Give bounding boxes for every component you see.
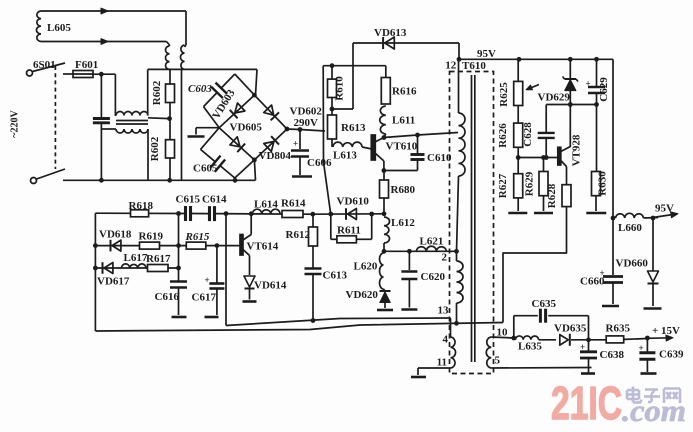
svg-text:VT610: VT610 <box>386 141 418 153</box>
svg-text:21IC: 21IC <box>551 377 622 429</box>
svg-text:VD605: VD605 <box>230 122 263 134</box>
svg-text:+: + <box>293 139 298 149</box>
svg-text:F601: F601 <box>75 59 98 71</box>
svg-text:R613: R613 <box>341 122 366 134</box>
svg-text:L613: L613 <box>333 150 357 162</box>
svg-text:95V: 95V <box>655 203 674 215</box>
svg-text:C610: C610 <box>427 152 452 164</box>
svg-text:VD614: VD614 <box>254 280 287 292</box>
svg-text:+: + <box>639 343 644 353</box>
svg-text:C617: C617 <box>192 292 217 304</box>
svg-text:R629: R629 <box>524 171 536 196</box>
svg-text:+: + <box>600 268 605 278</box>
svg-text:C605: C605 <box>193 163 218 175</box>
svg-text:290V: 290V <box>294 117 319 129</box>
svg-text:C613: C613 <box>323 270 348 282</box>
svg-text:R628: R628 <box>546 183 558 208</box>
svg-text:C620: C620 <box>421 271 446 283</box>
svg-text:R602: R602 <box>151 80 163 105</box>
svg-text:VD618: VD618 <box>99 229 132 241</box>
svg-text:VD602: VD602 <box>290 106 323 118</box>
svg-text:C615: C615 <box>176 194 201 206</box>
svg-text:C614: C614 <box>202 194 227 206</box>
svg-text:R616: R616 <box>392 86 417 98</box>
svg-text:R614: R614 <box>281 198 306 210</box>
svg-text:+: + <box>586 79 591 89</box>
svg-text:L620: L620 <box>354 261 378 273</box>
svg-text:C635: C635 <box>532 298 557 310</box>
svg-text:11: 11 <box>437 357 447 369</box>
svg-text:~220V: ~220V <box>10 110 21 138</box>
svg-text:4: 4 <box>443 334 449 346</box>
svg-text:VD804: VD804 <box>259 150 292 162</box>
svg-text:R618: R618 <box>129 200 154 212</box>
svg-text:VD660: VD660 <box>616 258 649 270</box>
svg-text:VD629: VD629 <box>538 92 571 104</box>
svg-text:L611: L611 <box>392 115 415 127</box>
svg-text:12: 12 <box>445 60 457 72</box>
svg-text:R626: R626 <box>497 123 509 148</box>
svg-text:VT614: VT614 <box>247 241 279 253</box>
svg-text:VD613: VD613 <box>374 27 407 39</box>
svg-text:R612: R612 <box>286 229 311 241</box>
svg-text:+: + <box>205 275 210 285</box>
svg-text:VD620: VD620 <box>346 289 379 301</box>
svg-text:R627: R627 <box>497 173 509 198</box>
svg-text:R615: R615 <box>185 231 210 243</box>
svg-text:C638: C638 <box>600 349 625 361</box>
svg-text:C603: C603 <box>188 83 212 95</box>
svg-text:10: 10 <box>497 327 509 339</box>
svg-text:T610: T610 <box>462 60 486 72</box>
svg-text:R610: R610 <box>334 76 346 101</box>
svg-text:L635: L635 <box>518 341 542 353</box>
svg-text:C629: C629 <box>598 77 610 102</box>
svg-text:95V: 95V <box>477 48 496 60</box>
svg-text:R635: R635 <box>606 323 631 335</box>
svg-text:R619: R619 <box>139 231 164 243</box>
svg-text:L612: L612 <box>391 217 415 229</box>
svg-text:R680: R680 <box>391 184 416 196</box>
svg-text:R617: R617 <box>146 253 171 265</box>
svg-text:5: 5 <box>495 355 501 367</box>
svg-text:VD610: VD610 <box>337 196 370 208</box>
svg-text:C660: C660 <box>580 276 605 288</box>
svg-text:VT928: VT928 <box>571 134 583 166</box>
svg-text:R602: R602 <box>149 136 161 161</box>
svg-text:VD617: VD617 <box>97 276 130 288</box>
svg-text:L605: L605 <box>47 22 71 34</box>
svg-text:L614: L614 <box>254 199 278 211</box>
svg-text:6S01: 6S01 <box>33 59 56 71</box>
svg-text:L660: L660 <box>618 222 642 234</box>
svg-text:+ 15V: + 15V <box>652 325 680 337</box>
svg-text:VD635: VD635 <box>554 323 587 335</box>
svg-text:13: 13 <box>438 305 450 317</box>
svg-text:C639: C639 <box>659 349 684 361</box>
svg-text:R611: R611 <box>337 225 361 237</box>
svg-text:C616: C616 <box>155 291 180 303</box>
svg-text:+: + <box>580 342 585 352</box>
svg-text:R630: R630 <box>597 171 609 196</box>
svg-text:L621: L621 <box>420 236 444 248</box>
svg-text:2: 2 <box>442 252 448 264</box>
svg-text:L617: L617 <box>124 252 148 264</box>
svg-text:R625: R625 <box>498 82 510 107</box>
svg-text:C606: C606 <box>307 157 332 169</box>
svg-text:C628: C628 <box>522 122 534 147</box>
